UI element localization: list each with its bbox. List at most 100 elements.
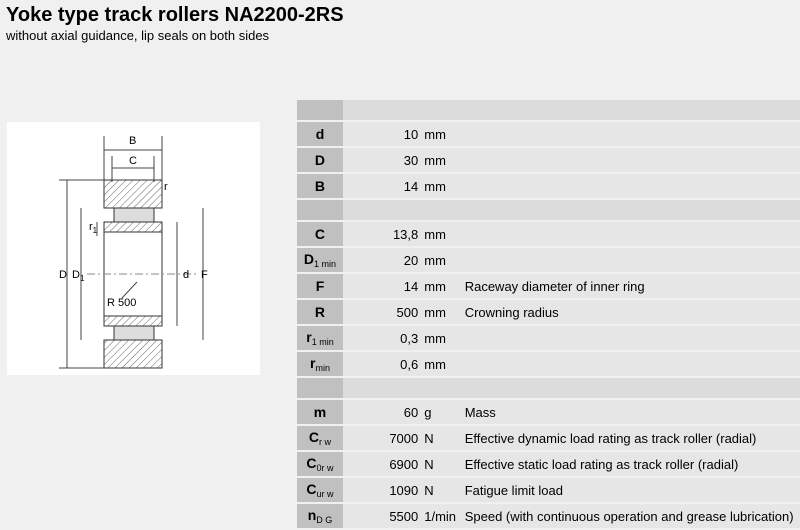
- spacer-cell: [458, 100, 800, 122]
- property-value: 20: [342, 248, 423, 274]
- property-value: 60: [342, 400, 423, 426]
- symbol-letter: C: [306, 481, 317, 497]
- property-unit: mm: [422, 274, 459, 300]
- property-symbol: d: [297, 122, 343, 148]
- property-value: 500: [342, 300, 423, 326]
- property-symbol: B: [297, 174, 343, 200]
- page-title: Yoke type track rollers NA2200-2RS: [6, 4, 344, 26]
- property-description: Crowning radius: [458, 300, 800, 326]
- property-unit: g: [422, 400, 459, 426]
- property-unit: mm: [422, 174, 459, 200]
- group-spacer: [297, 200, 800, 222]
- dimension-b: [103, 136, 163, 182]
- symbol-letter: d: [315, 126, 325, 142]
- spacer-cell: [422, 378, 459, 400]
- property-value: 30: [342, 148, 423, 174]
- page-subtitle: without axial guidance, lip seals on bot…: [6, 28, 270, 43]
- spacer-cell: [458, 378, 800, 400]
- property-value: 14: [342, 274, 423, 300]
- group-spacer: [297, 100, 800, 122]
- property-unit: mm: [422, 352, 459, 378]
- symbol-subscript: D G: [316, 515, 333, 525]
- symbol-letter: C: [306, 455, 317, 471]
- property-value: 10: [342, 122, 423, 148]
- property-symbol: nD G: [297, 504, 343, 530]
- label-d1: D1: [72, 269, 85, 283]
- label-r1: r1: [89, 221, 98, 235]
- label-r1-main: r: [89, 221, 93, 233]
- property-description: Fatigue limit load: [458, 478, 800, 504]
- property-symbol: m: [297, 400, 343, 426]
- symbol-letter: R: [314, 304, 326, 320]
- symbol-subscript: ur w: [316, 489, 334, 499]
- symbol-letter: n: [307, 507, 317, 523]
- symbol-letter: m: [313, 404, 327, 420]
- property-description: Effective static load rating as track ro…: [458, 452, 800, 478]
- property-description: Speed (with continuous operation and gre…: [458, 504, 800, 530]
- property-unit: mm: [422, 248, 459, 274]
- spacer-cell: [297, 200, 343, 222]
- property-symbol: C0r w: [297, 452, 343, 478]
- outer-ring-top: [103, 179, 163, 209]
- label-d1-main: D: [72, 269, 80, 281]
- property-symbol: r1 min: [297, 326, 343, 352]
- property-description: Raceway diameter of inner ring: [458, 274, 800, 300]
- symbol-letter: F: [315, 278, 325, 294]
- property-unit: N: [422, 478, 459, 504]
- property-value: 0,3: [342, 326, 423, 352]
- needle-top: [113, 207, 155, 223]
- property-symbol: C: [297, 222, 343, 248]
- group-spacer: [297, 378, 800, 400]
- property-unit: mm: [422, 300, 459, 326]
- property-description: Effective dynamic load rating as track r…: [458, 426, 800, 452]
- label-r1-sub: 1: [93, 226, 98, 235]
- spacer-cell: [458, 200, 800, 222]
- label-c: C: [129, 155, 137, 167]
- property-value: 1090: [342, 478, 423, 504]
- dimension-c: [111, 156, 155, 182]
- property-description: [458, 148, 800, 174]
- property-description: [458, 352, 800, 378]
- needle-bottom: [113, 325, 155, 341]
- label-r: r: [164, 181, 168, 193]
- technical-drawing: B C r D D1 r1 d F R 500: [7, 122, 260, 375]
- spacer-cell: [342, 200, 423, 222]
- outer-ring-bottom: [103, 339, 163, 369]
- property-description: [458, 248, 800, 274]
- symbol-letter: B: [314, 178, 326, 194]
- property-value: 6900: [342, 452, 423, 478]
- symbol-letter: r: [306, 329, 312, 345]
- spacer-cell: [342, 378, 423, 400]
- property-unit: mm: [422, 222, 459, 248]
- property-symbol: rmin: [297, 352, 343, 378]
- property-symbol: D: [297, 148, 343, 174]
- label-d-bore: d: [183, 269, 189, 281]
- spacer-cell: [342, 100, 423, 122]
- property-description: [458, 222, 800, 248]
- property-unit: N: [422, 452, 459, 478]
- property-value: 7000: [342, 426, 423, 452]
- property-value: 14: [342, 174, 423, 200]
- symbol-subscript: 0r w: [316, 463, 334, 473]
- label-b: B: [129, 135, 136, 147]
- inner-ring-top: [103, 221, 163, 233]
- property-symbol: D1 min: [297, 248, 343, 274]
- property-value: 5500: [342, 504, 423, 530]
- spacer-cell: [297, 378, 343, 400]
- symbol-subscript: 1 min: [314, 259, 337, 269]
- spacer-cell: [422, 200, 459, 222]
- spacer-cell: [422, 100, 459, 122]
- property-unit: mm: [422, 122, 459, 148]
- property-description: Mass: [458, 400, 800, 426]
